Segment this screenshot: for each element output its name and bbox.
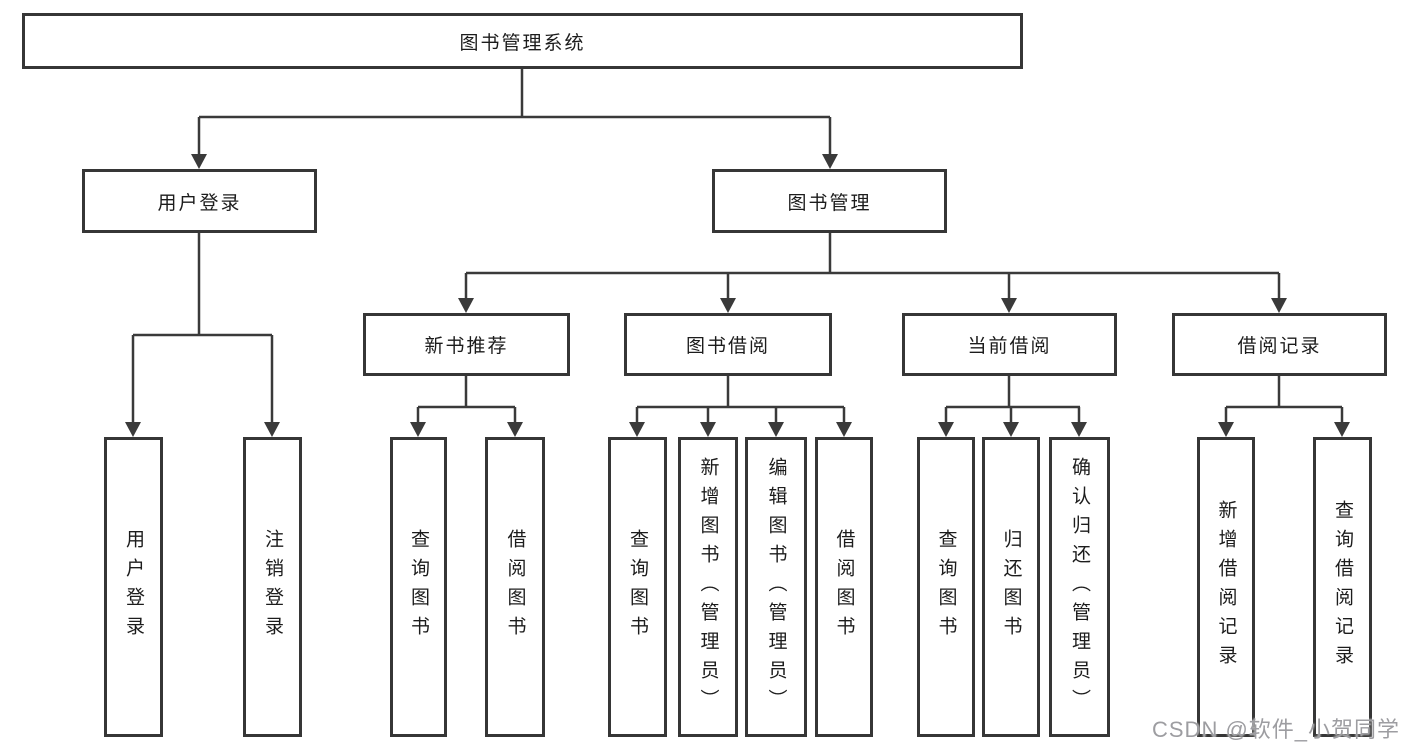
leaf-label: 查询借阅记录 xyxy=(1332,500,1353,674)
leaf-query-books-borrow: 查询图书 xyxy=(608,437,667,737)
leaf-label: 查询图书 xyxy=(627,529,648,645)
leaf-label: 借阅图书 xyxy=(833,529,855,645)
node-new-book-recommendation: 新书推荐 xyxy=(363,313,570,376)
leaf-edit-books-admin: 编辑图书（管理员） xyxy=(745,437,807,737)
node-book-management: 图书管理 xyxy=(712,169,947,233)
node-label: 用户登录 xyxy=(157,192,242,214)
leaf-add-borrow-record: 新增借阅记录 xyxy=(1197,437,1255,737)
leaf-label: 用户登录 xyxy=(123,529,144,645)
leaf-confirm-return-admin: 确认归还（管理员） xyxy=(1049,437,1110,737)
leaf-query-borrow-record: 查询借阅记录 xyxy=(1313,437,1372,737)
node-library-management-system: 图书管理系统 xyxy=(22,13,1023,69)
leaf-label: 编辑图书（管理员） xyxy=(765,456,787,718)
leaf-label: 归还图书 xyxy=(1000,529,1022,645)
node-label: 新书推荐 xyxy=(424,336,509,357)
leaf-label: 借阅图书 xyxy=(504,529,526,645)
leaf-user-login: 用户登录 xyxy=(104,437,163,737)
leaf-label: 注销登录 xyxy=(262,529,283,645)
leaf-query-books-current: 查询图书 xyxy=(917,437,975,737)
node-borrowing-records: 借阅记录 xyxy=(1172,313,1387,376)
node-label: 图书管理 xyxy=(787,192,872,214)
node-label: 当前借阅 xyxy=(967,336,1052,357)
leaf-borrow-books-recommend: 借阅图书 xyxy=(485,437,545,737)
leaf-return-books: 归还图书 xyxy=(982,437,1040,737)
node-user-login: 用户登录 xyxy=(82,169,317,233)
leaf-label: 新增借阅记录 xyxy=(1215,500,1237,674)
leaf-label: 查询图书 xyxy=(408,529,429,645)
node-label: 图书借阅 xyxy=(685,336,770,357)
leaf-label: 查询图书 xyxy=(935,529,957,645)
leaf-borrow-books: 借阅图书 xyxy=(815,437,873,737)
leaf-add-books-admin: 新增图书（管理员） xyxy=(678,437,738,737)
leaf-query-books-recommend: 查询图书 xyxy=(390,437,447,737)
leaf-label: 确认归还（管理员） xyxy=(1069,456,1090,718)
node-label: 图书管理系统 xyxy=(459,32,586,54)
leaf-logout: 注销登录 xyxy=(243,437,302,737)
node-current-borrowing: 当前借阅 xyxy=(902,313,1117,376)
node-label: 借阅记录 xyxy=(1237,336,1322,357)
node-book-borrowing: 图书借阅 xyxy=(624,313,832,376)
leaf-label: 新增图书（管理员） xyxy=(697,456,719,718)
csdn-watermark: CSDN @软件_小贺同学 xyxy=(1152,717,1401,742)
